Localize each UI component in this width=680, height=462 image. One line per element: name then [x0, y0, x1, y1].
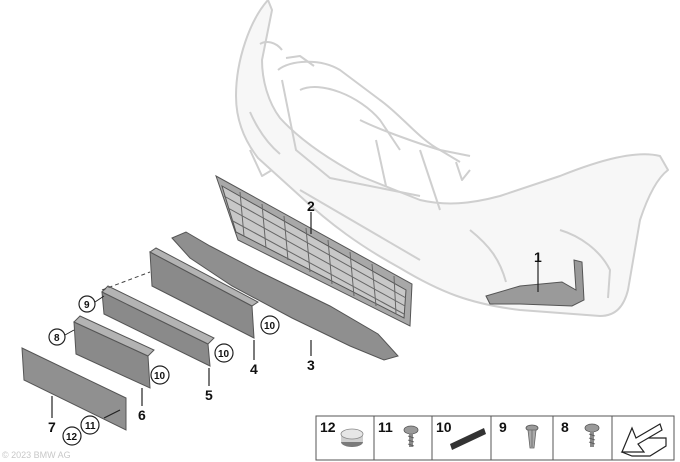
callout-7: 7: [48, 419, 56, 435]
svg-text:9: 9: [499, 419, 507, 435]
leader-lines: [51, 212, 539, 419]
callout-circle-9: 9: [78, 295, 105, 313]
parts-legend: 12 11 10 9: [315, 415, 675, 461]
callout-1: 1: [534, 249, 542, 265]
legend-item-9: 9: [499, 419, 539, 449]
svg-text:10: 10: [264, 321, 276, 332]
callout-3: 3: [307, 357, 315, 373]
callout-circle-8: 8: [48, 328, 75, 346]
callout-2: 2: [307, 198, 315, 214]
part-5-plate-base-illustration: [101, 285, 215, 367]
part-1-trim-illustration: [485, 259, 585, 307]
watermark: © 2023 BMW AG: [2, 450, 71, 460]
part-2-grille-illustration: [215, 174, 413, 327]
selection-arrow-icon: [620, 423, 667, 457]
svg-text:11: 11: [378, 419, 393, 435]
part-3-spoiler-illustration: [171, 231, 399, 361]
callout-circle-12: 12: [62, 426, 82, 446]
part-4-bracket-illustration: [149, 247, 259, 339]
assembly-guide-line: [101, 271, 151, 291]
svg-text:12: 12: [320, 419, 336, 435]
callout-4: 4: [250, 361, 258, 377]
callout-circle-10-b: 10: [214, 343, 234, 363]
legend-item-arrow: [620, 423, 667, 457]
foam-strip-icon: [450, 428, 486, 450]
svg-text:10: 10: [436, 419, 452, 435]
svg-text:9: 9: [84, 300, 90, 311]
part-7-plate-illustration: [21, 347, 127, 431]
legend-item-11: 11: [378, 419, 419, 447]
svg-text:12: 12: [66, 432, 78, 443]
callout-6: 6: [138, 407, 146, 423]
cap-icon: [340, 428, 364, 447]
front-bumper-illustration: [235, 0, 669, 317]
legend-item-12: 12: [320, 419, 364, 447]
part-6-holder-illustration: [73, 315, 155, 389]
svg-text:11: 11: [85, 421, 96, 432]
legend-item-10: 10: [436, 419, 486, 450]
expanding-rivet-icon: [525, 424, 539, 449]
svg-text:10: 10: [218, 349, 230, 360]
callout-circle-11: 11: [80, 415, 100, 435]
screw-icon: [584, 423, 600, 447]
callout-5: 5: [205, 387, 213, 403]
svg-text:8: 8: [54, 333, 60, 344]
legend-item-8: 8: [561, 419, 600, 447]
screw-icon: [403, 425, 419, 447]
callout-circle-10-a: 10: [260, 315, 280, 335]
svg-text:8: 8: [561, 419, 569, 435]
callout-circle-10-c: 10: [150, 365, 170, 385]
svg-text:10: 10: [154, 371, 166, 382]
